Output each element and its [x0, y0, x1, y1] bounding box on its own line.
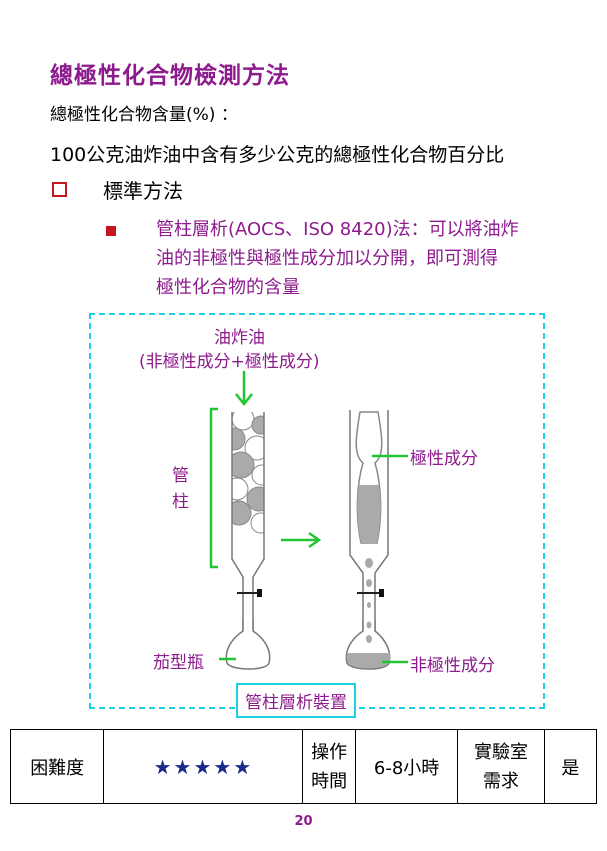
page-title: 總極性化合物檢測方法	[50, 63, 290, 89]
nonpolar-label: 非極性成分	[410, 656, 495, 676]
input-label: 油炸油	[214, 328, 265, 348]
column-chromatography-diagram: 油炸油 (非極性成分+極性成分) 管 柱 茄型瓶 極性成分 非極性成分	[89, 313, 545, 709]
apparatus-illustration	[209, 371, 408, 670]
table-row: 困難度 ★★★★★ 操作 時間 6-8小時 實驗室 需求 是	[9, 729, 598, 804]
lab-label-line: 需求	[483, 770, 520, 792]
definition-text: 100公克油炸油中含有多少公克的總極性化合物百分比	[50, 144, 505, 166]
time-value: 6-8小時	[354, 729, 459, 804]
diagram-caption: 管柱層析裝置	[236, 683, 356, 718]
packed-column	[231, 412, 265, 645]
method-line: 油的非極性與極性成分加以分開，即可測得	[156, 248, 498, 269]
column-bracket	[209, 407, 218, 569]
hollow-square-bullet-icon	[52, 182, 67, 197]
separated-column	[349, 410, 389, 645]
column-label-bottom: 柱	[172, 492, 189, 512]
method-line: 極性化合物的含量	[156, 277, 300, 298]
column-label-top: 管	[172, 466, 189, 486]
pear-shaped-flask-filled	[345, 620, 391, 670]
definition-label: 總極性化合物含量(%) ：	[50, 105, 238, 125]
section-heading: 標準方法	[103, 179, 183, 203]
lab-label-line: 實驗室	[474, 741, 529, 763]
time-label-line: 時間	[311, 770, 348, 792]
time-label: 操作 時間	[302, 729, 356, 804]
info-table: 困難度 ★★★★★ 操作 時間 6-8小時 實驗室 需求 是	[9, 729, 598, 804]
polar-label: 極性成分	[410, 449, 478, 469]
page-number: 20	[294, 814, 313, 829]
difficulty-label: 困難度	[9, 729, 105, 804]
time-label-line: 操作	[311, 741, 348, 763]
method-line: 管柱層析(AOCS、ISO 8420)法：可以將油炸	[156, 219, 519, 240]
input-sub-label: (非極性成分+極性成分)	[139, 352, 320, 372]
lab-label: 實驗室 需求	[457, 729, 545, 804]
flask-label: 茄型瓶	[153, 653, 204, 673]
method-description: 管柱層析(AOCS、ISO 8420)法：可以將油炸 油的非極性與極性成分加以分…	[156, 215, 576, 302]
input-arrow	[235, 371, 253, 407]
lab-value: 是	[543, 729, 598, 804]
difficulty-rating: ★★★★★	[103, 729, 304, 804]
process-arrow	[281, 531, 322, 549]
filled-square-bullet-icon	[106, 226, 116, 236]
pear-shaped-flask	[225, 620, 271, 670]
